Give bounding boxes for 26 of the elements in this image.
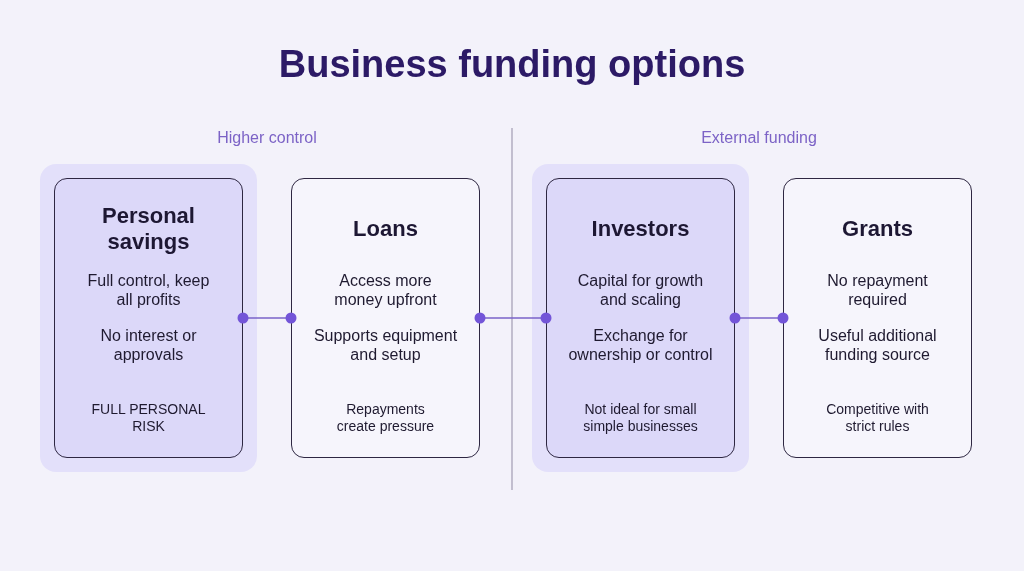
connector — [474, 312, 552, 324]
option-card — [546, 178, 735, 458]
card-text: Useful additional funding source — [817, 326, 938, 364]
section-label: Higher control — [217, 128, 317, 148]
diagram-title: Business funding options — [278, 42, 746, 87]
card-text: No interest or approvals — [99, 326, 198, 364]
card-note: FULL PERSONAL RISK — [90, 401, 207, 435]
card-note: Not ideal for small simple businesses — [582, 401, 699, 435]
option-card — [291, 178, 480, 458]
card-text: Exchange for ownership or control — [567, 326, 714, 364]
card-text: Access more money upfront — [333, 271, 438, 309]
card-text: No repayment required — [826, 271, 929, 309]
connector — [237, 312, 297, 324]
section-label: External funding — [701, 128, 817, 148]
card-text: Supports equipment and setup — [312, 326, 459, 364]
card-text: Capital for growth and scaling — [576, 271, 705, 309]
card-note: Competitive with strict rules — [825, 401, 930, 435]
card-title: Investors — [590, 216, 691, 242]
option-card — [783, 178, 972, 458]
card-note: Repayments create pressure — [335, 401, 436, 435]
card-text: Full control, keep all profits — [86, 271, 211, 309]
card-title: Loans — [352, 216, 419, 242]
card-title: Grants — [841, 216, 914, 242]
option-card — [54, 178, 243, 458]
connector — [729, 312, 789, 324]
card-title: Personal savings — [101, 203, 196, 255]
